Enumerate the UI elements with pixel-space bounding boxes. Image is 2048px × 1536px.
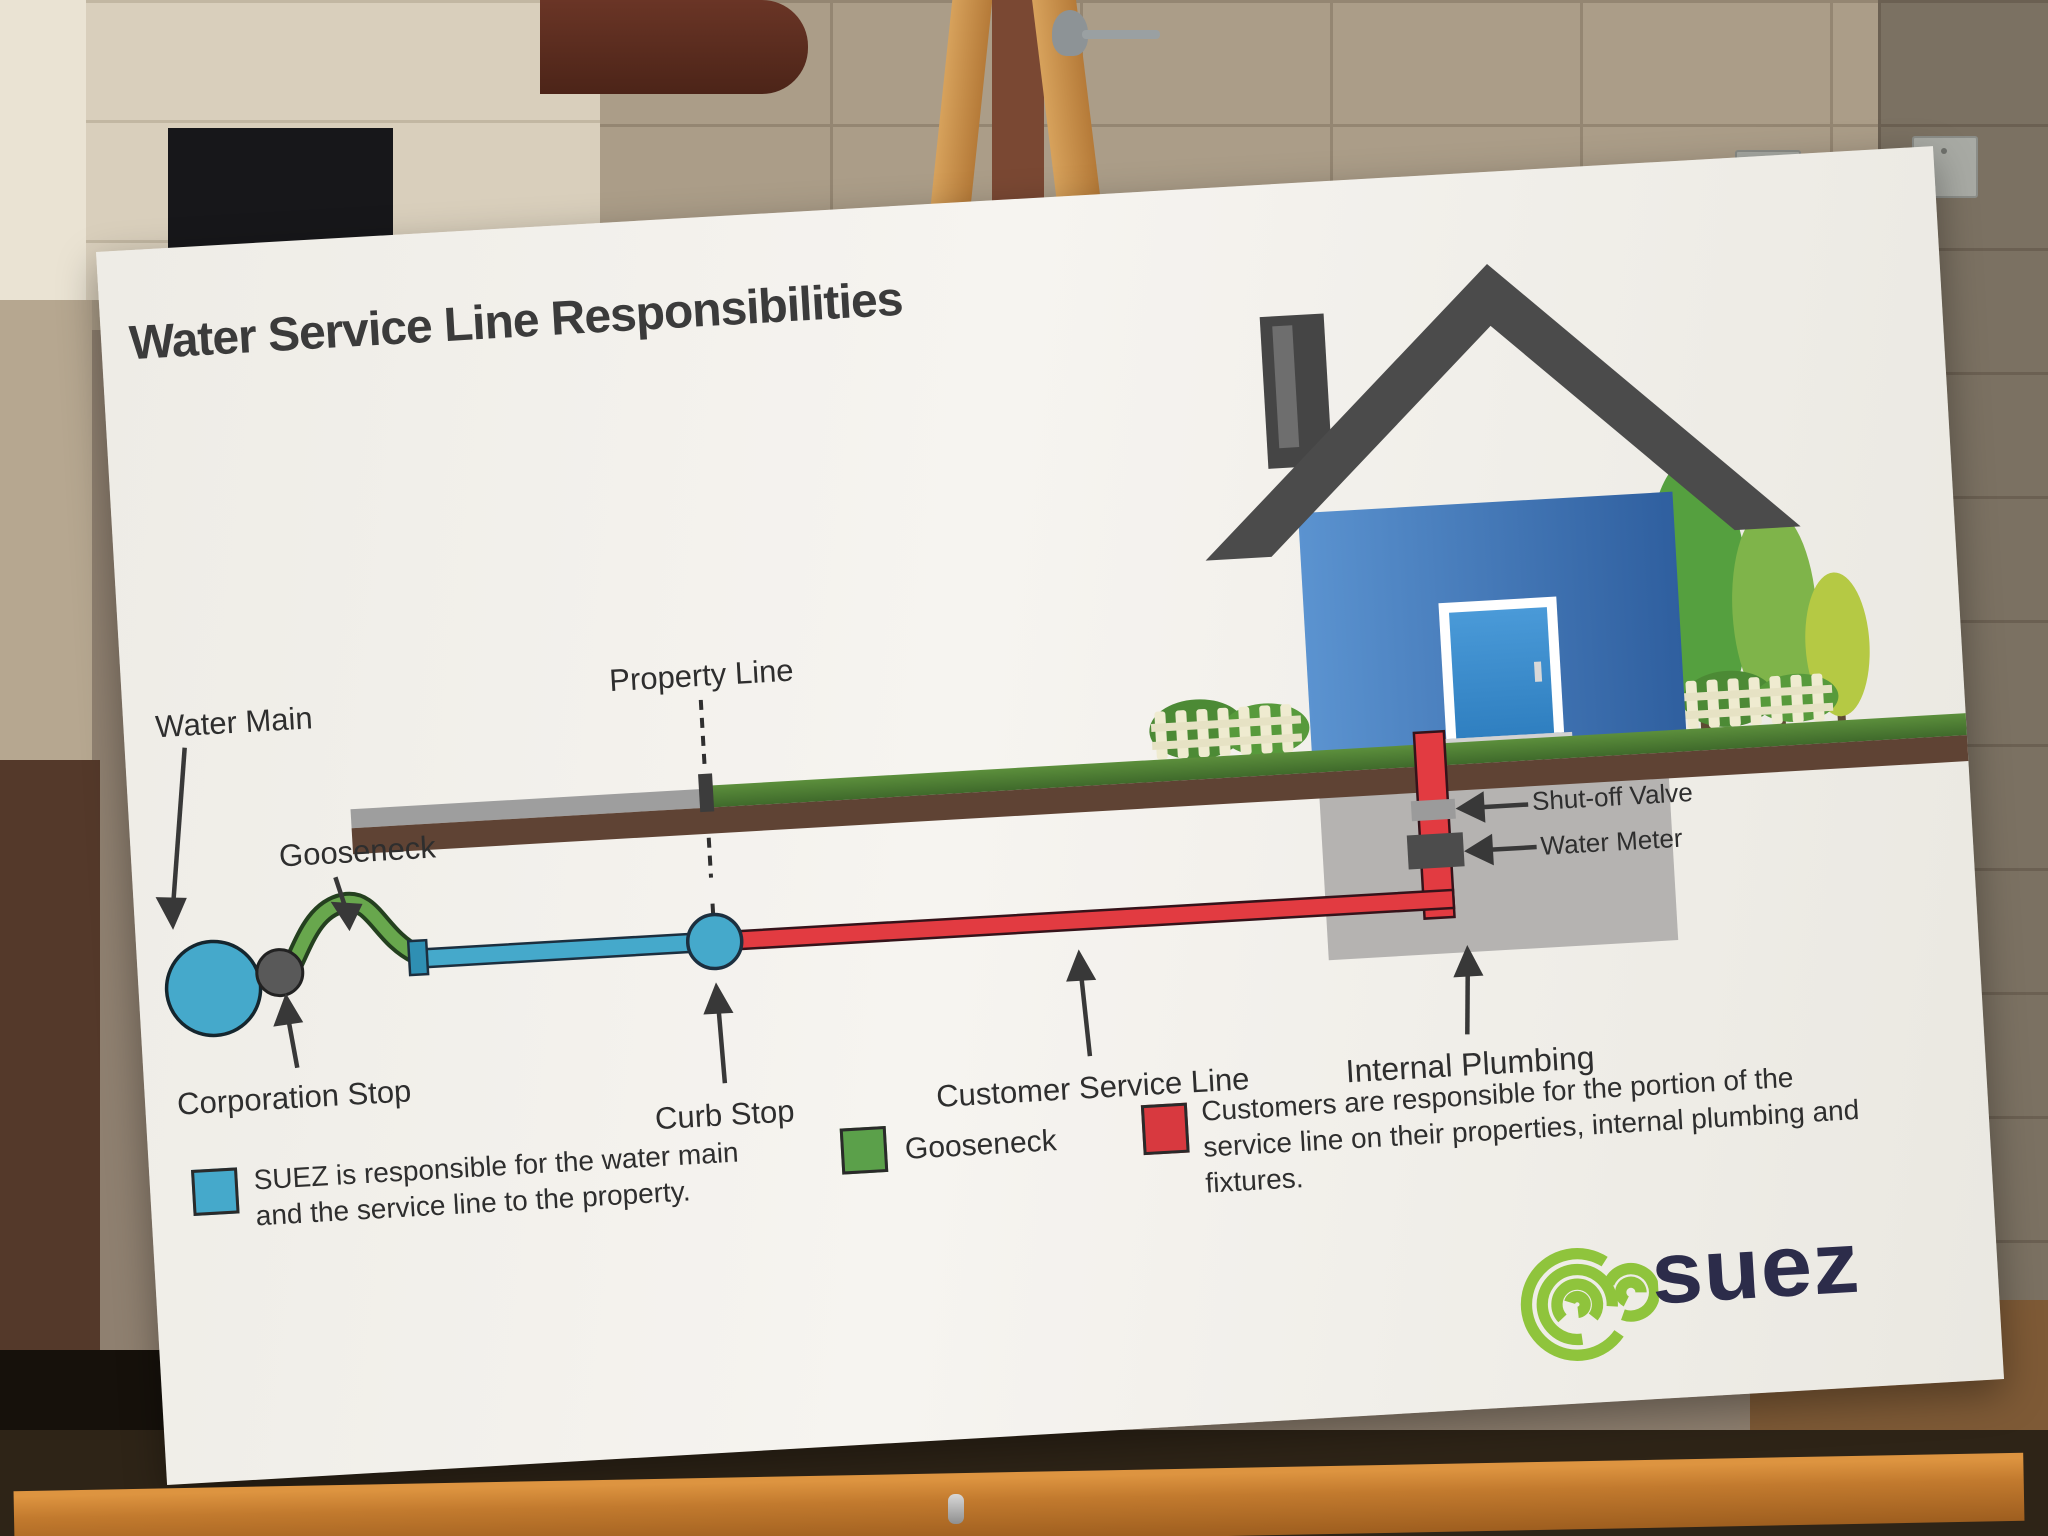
suez-wordmark: suez [1648, 1213, 1863, 1323]
road-strip [350, 788, 708, 829]
customer-service-line-arrow [1066, 949, 1097, 1057]
basement-box [1318, 768, 1679, 961]
ceiling-pipe [540, 0, 808, 94]
internal-plumbing-arrow [1453, 945, 1484, 1035]
grass-strip [705, 712, 1973, 808]
left-wall-blocks [0, 300, 92, 770]
door-handle [1533, 661, 1543, 682]
poster-board: Water Service Line Responsibilities [96, 146, 2005, 1485]
curb-stop-circle [685, 912, 744, 971]
legend-swatch-utility [191, 1167, 240, 1216]
property-line-post [698, 773, 715, 813]
roof [1205, 263, 1801, 561]
water-main-arrow [155, 747, 187, 930]
easel-tray-knob [948, 1494, 964, 1524]
diagram-graphic [155, 263, 1975, 1084]
suez-logo-icon [1520, 1248, 1661, 1361]
shut-off-valve-arrow [1455, 791, 1529, 823]
gooseneck-arrow [330, 876, 363, 932]
pipe-connector [406, 938, 430, 977]
left-picket-fence [1150, 704, 1303, 760]
easel-bolt [1082, 30, 1160, 39]
door [1449, 607, 1555, 739]
water-meter-arrow [1464, 833, 1537, 866]
internal-plumbing-pipe [1406, 729, 1465, 920]
left-brown-wall [0, 760, 100, 1460]
soil-strip [351, 734, 1975, 855]
legend-swatch-customer [1140, 1102, 1190, 1156]
house [1205, 263, 1801, 760]
left-wall-column [0, 0, 86, 320]
utility-service-pipe [417, 930, 721, 969]
water-meter-marker [1406, 832, 1465, 870]
right-picket-fence [1682, 673, 1834, 729]
water-main-circle [164, 939, 263, 1038]
curb-stop-arrow [703, 982, 734, 1084]
annotation-arrows [155, 747, 1537, 1084]
corporation-stop-arrow [273, 993, 304, 1069]
corporation-stop-circle [255, 948, 305, 998]
property-line-mark [698, 699, 716, 914]
legend-swatch-gooseneck [839, 1125, 889, 1175]
shut-off-valve-marker [1410, 798, 1456, 822]
